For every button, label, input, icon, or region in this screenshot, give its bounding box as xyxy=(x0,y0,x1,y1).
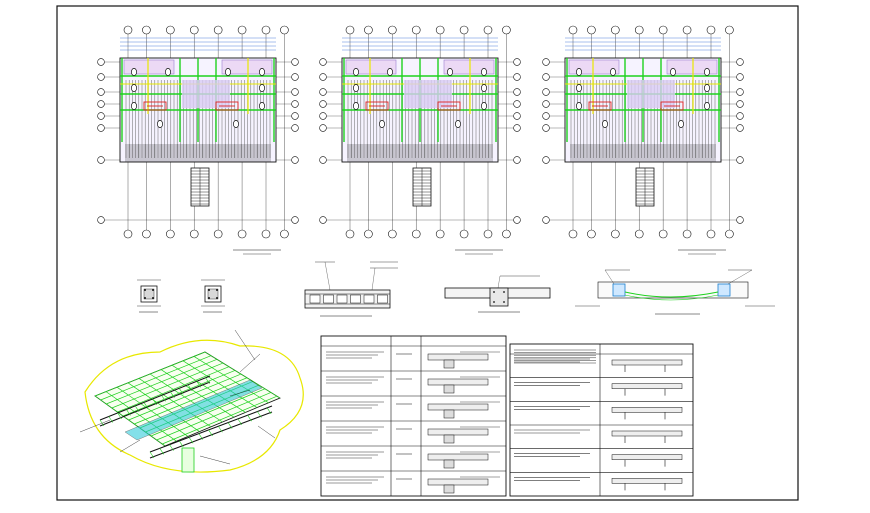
floor-plan-3 xyxy=(542,25,744,255)
construction-legend-table xyxy=(320,335,694,497)
beam-section-detail xyxy=(444,275,551,313)
floor-plan-2 xyxy=(319,25,521,255)
sheet-border xyxy=(56,5,799,501)
isometric-slab-detail xyxy=(79,329,304,473)
slab-section-detail xyxy=(304,261,398,317)
floor-plan-1 xyxy=(97,25,299,255)
foundation-section-detail xyxy=(575,269,775,315)
column-section-details xyxy=(137,279,225,313)
